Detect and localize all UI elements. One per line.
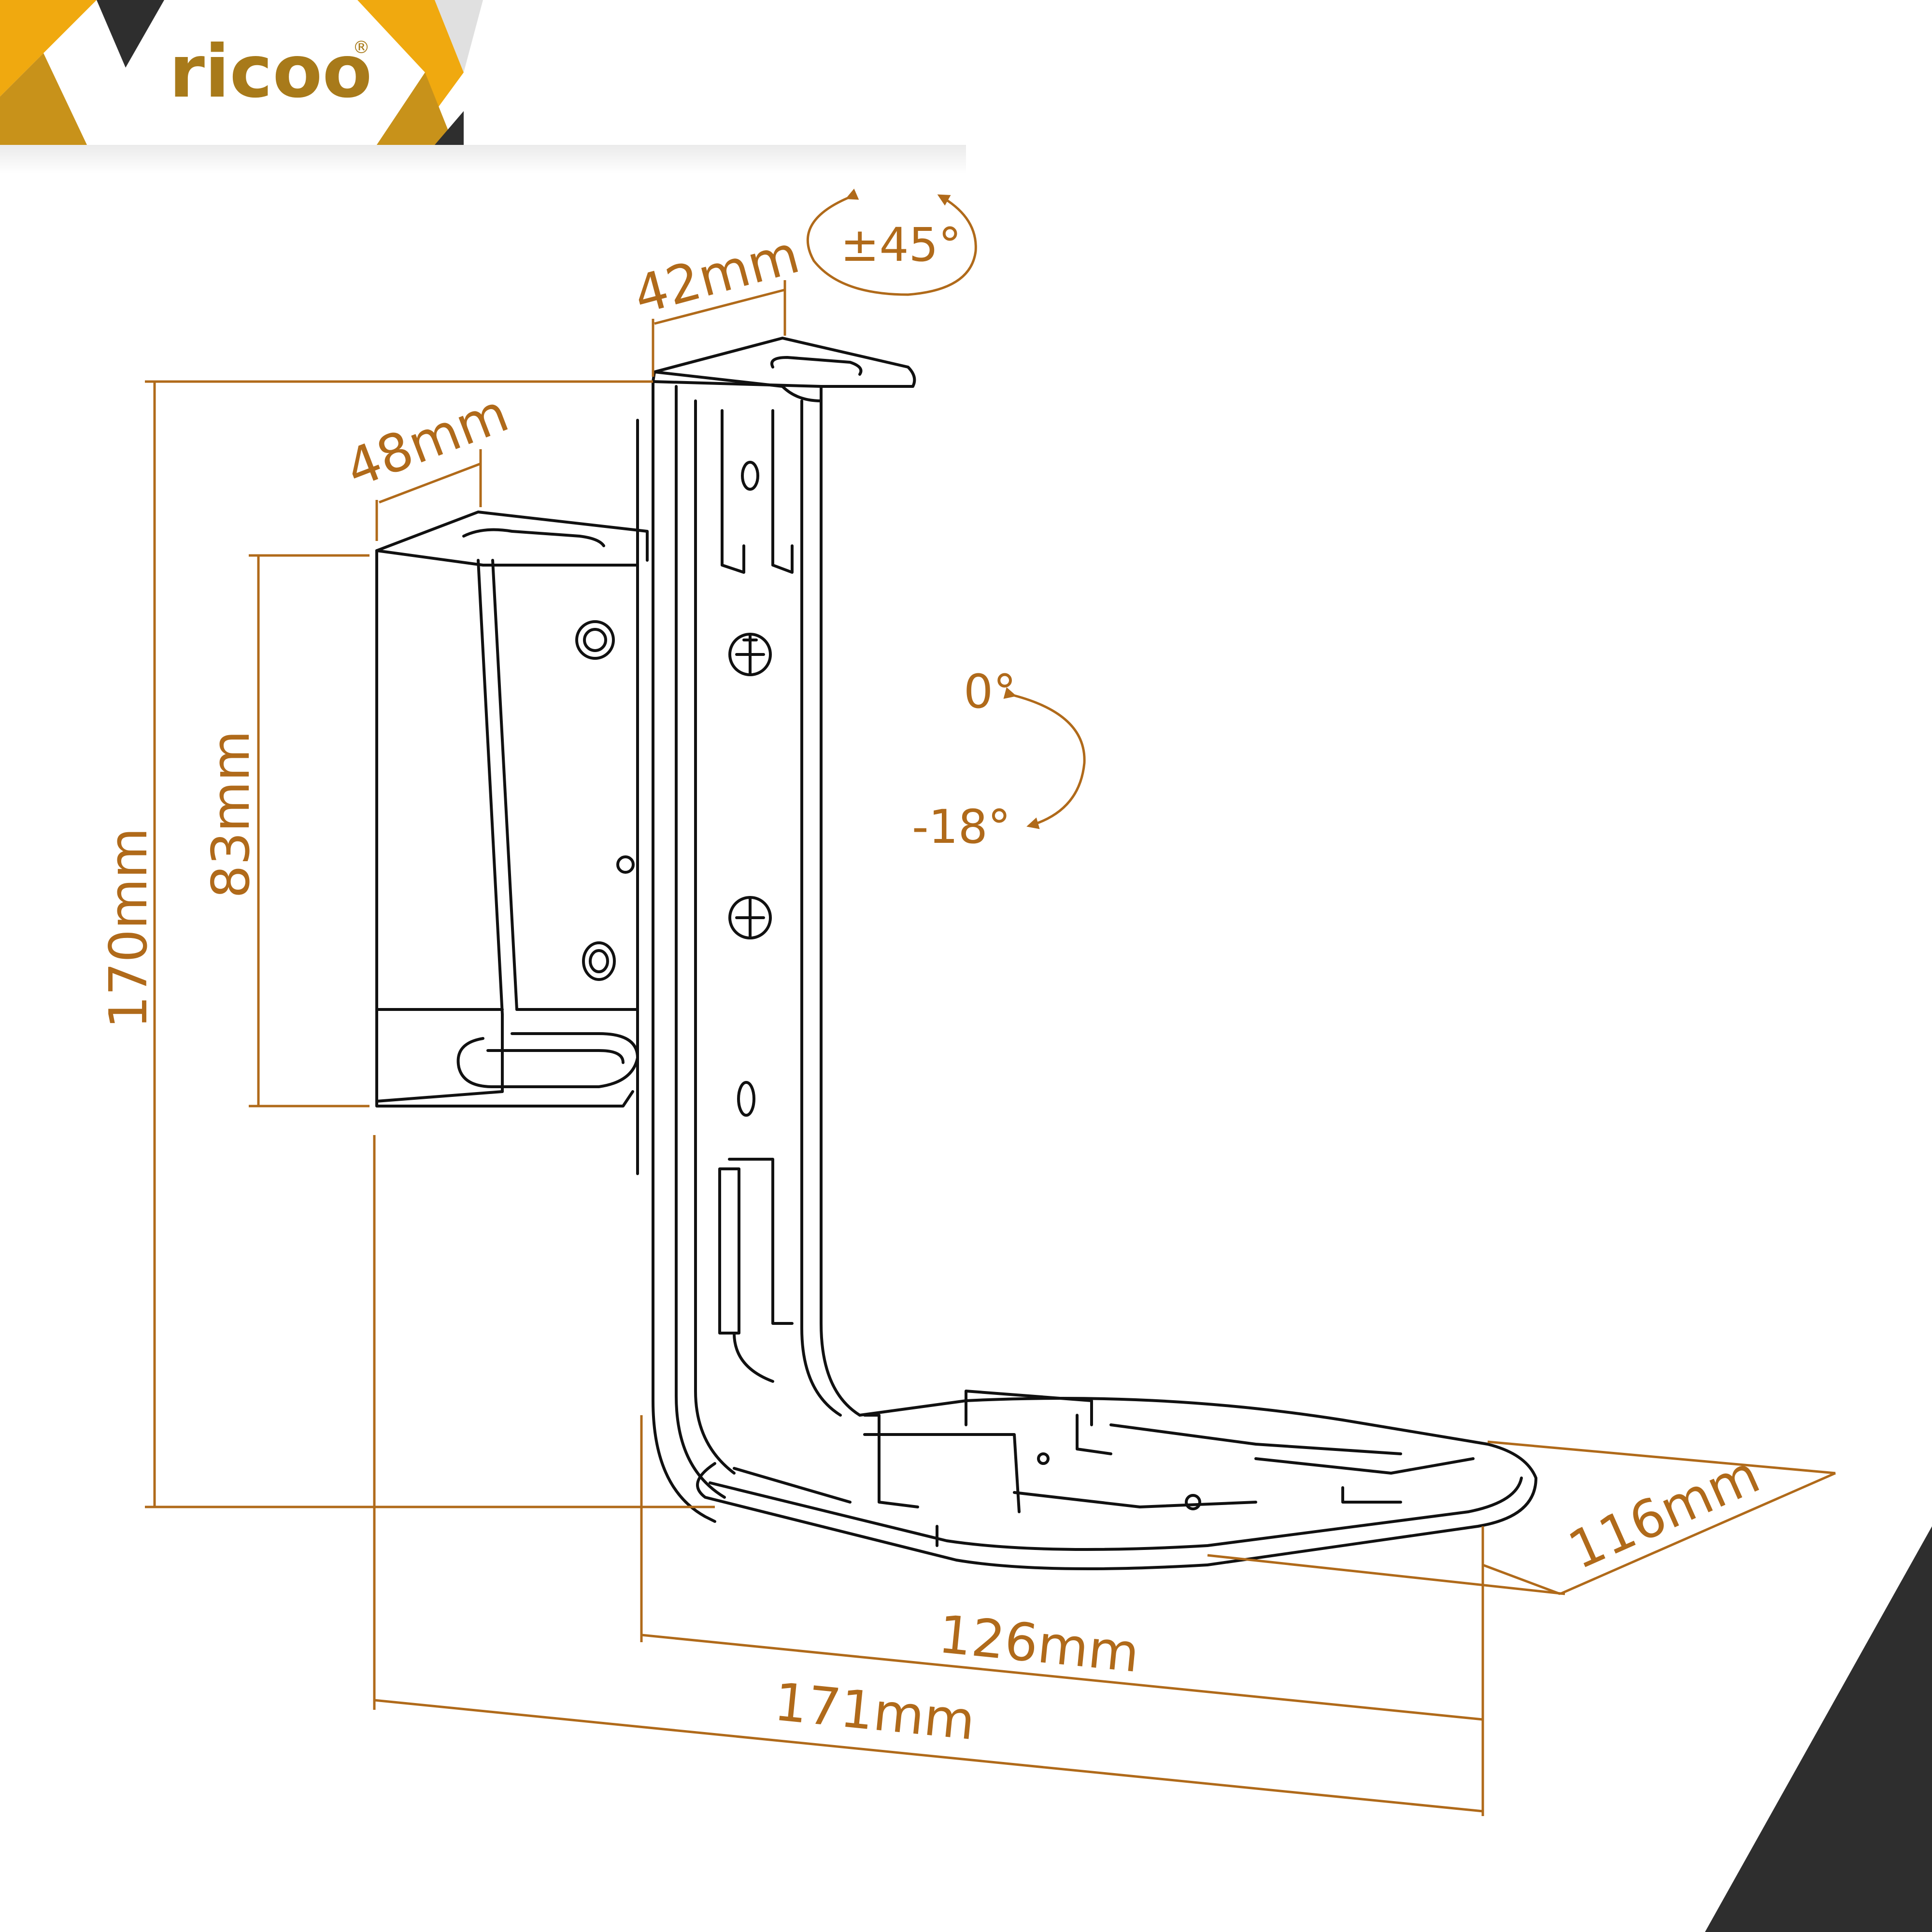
- wall-clamp: [375, 511, 649, 1108]
- header-banner: ricoo ®: [0, 0, 1932, 174]
- swivel-arrow: [806, 188, 977, 296]
- label-top-depth: 42mm: [627, 224, 805, 326]
- corner-wedge: [1705, 1526, 1932, 1932]
- tilt-arrow: [1003, 687, 1086, 829]
- logo-text: ricoo: [169, 30, 372, 114]
- label-shelf-depth: 116mm: [1560, 1444, 1768, 1581]
- registered-mark: ®: [353, 38, 370, 57]
- ricoo-logo: ricoo ®: [169, 30, 372, 114]
- shelf-base: [696, 1390, 1537, 1570]
- label-tilt-top: 0°: [964, 665, 1016, 719]
- vertical-arm: [636, 337, 916, 1523]
- label-clamp-height: 83mm: [201, 730, 261, 898]
- label-total-height: 170mm: [99, 827, 159, 1029]
- dimension-lines: [145, 280, 1836, 1816]
- label-clamp-depth: 48mm: [338, 383, 517, 499]
- label-total-width: 171mm: [771, 1672, 978, 1752]
- swivel-indicator: [806, 188, 977, 296]
- label-shelf-width: 126mm: [936, 1604, 1142, 1684]
- tilt-indicator: [1003, 687, 1086, 829]
- label-swivel-angle: ±45°: [840, 218, 962, 272]
- label-tilt-bottom: -18°: [912, 800, 1011, 854]
- dimension-labels: 42mm 48mm 83mm 170mm 116mm 126mm 171mm ±…: [99, 218, 1768, 1752]
- bracket-drawing: [375, 337, 1537, 1570]
